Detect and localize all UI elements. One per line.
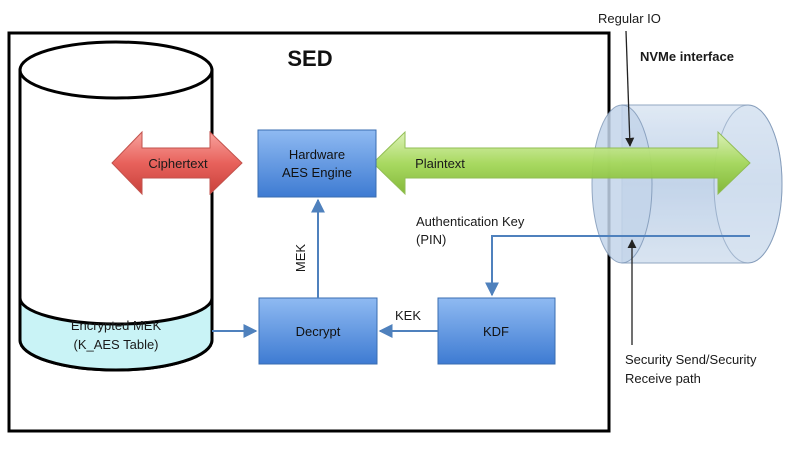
regular-io-label: Regular IO	[598, 11, 661, 26]
k-aes-table-label: (K_AES Table)	[73, 337, 158, 352]
hardware-aes-label-2: AES Engine	[282, 165, 352, 180]
auth-key-label-1: Authentication Key	[416, 214, 525, 229]
nvme-pipe	[591, 104, 783, 264]
nvme-interface-label: NVMe interface	[640, 49, 734, 64]
kdf-label: KDF	[483, 324, 509, 339]
ciphertext-arrow	[111, 130, 243, 196]
auth-key-label-2: (PIN)	[416, 232, 446, 247]
decrypt-box	[258, 297, 378, 365]
auth-key-path	[485, 235, 750, 297]
ciphertext-label: Ciphertext	[148, 156, 208, 171]
sed-title: SED	[287, 46, 332, 71]
hardware-aes-engine-box	[257, 129, 377, 198]
security-path-label-1: Security Send/Security	[625, 352, 757, 367]
mek-label: MEK	[293, 244, 308, 273]
regular-io-pointer	[625, 30, 635, 147]
plaintext-arrow	[372, 130, 751, 196]
kdf-box	[437, 297, 556, 365]
security-path-label-2: Receive path	[625, 371, 701, 386]
plaintext-label: Plaintext	[415, 156, 465, 171]
encrypted-mek-label: Encrypted MEK	[71, 318, 162, 333]
kek-label: KEK	[395, 308, 421, 323]
hardware-aes-label-1: Hardware	[289, 147, 345, 162]
encrypted-mek-band	[18, 297, 214, 372]
storage-cylinder	[18, 40, 214, 372]
decrypt-label: Decrypt	[296, 324, 341, 339]
